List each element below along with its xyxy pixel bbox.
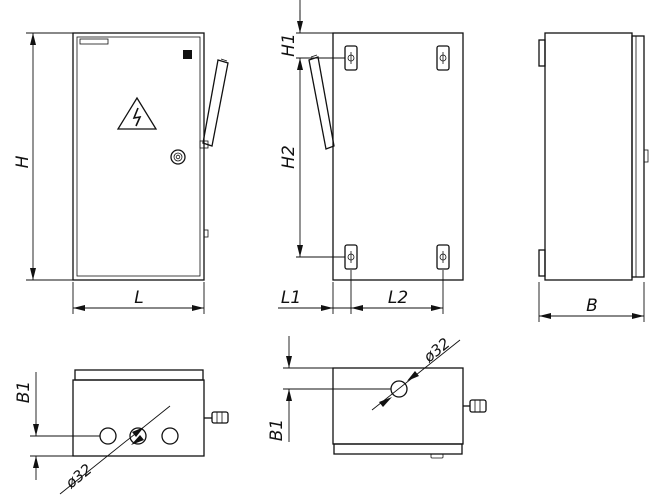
dim-dia-right: ø32 (371, 334, 461, 411)
side-door-profile (631, 35, 645, 278)
label-depth: B (586, 296, 598, 316)
front-view: H L (13, 32, 229, 314)
side-bracket-bottom (538, 249, 546, 277)
label-dia-left: ø32 (61, 460, 95, 492)
lock-square-icon (183, 50, 192, 59)
front-cabinet-outline (72, 32, 205, 281)
high-voltage-icon (116, 96, 158, 130)
dim-depth: B (538, 282, 645, 322)
side-view: B (538, 32, 649, 322)
top-door-edge (333, 443, 463, 455)
gland-hole-1 (99, 427, 117, 445)
label-dia-right: ø32 (419, 334, 453, 366)
side-latch (203, 229, 209, 238)
rear-view: H1 H2 L1 L2 (278, 0, 464, 314)
dim-h1-h2: H1 H2 (279, 0, 345, 258)
knob-icon (170, 149, 186, 165)
label-h2: H2 (279, 145, 299, 169)
dim-b1-right: B1 (267, 336, 391, 442)
label-l2: L2 (388, 288, 408, 308)
dim-height: H (13, 32, 73, 281)
dim-width-front: L (72, 282, 205, 314)
bottom-view: B1 ø32 (14, 369, 229, 495)
rear-cabinet-outline (332, 32, 464, 281)
mount-bracket-top-right (436, 45, 450, 71)
label-b1-left: B1 (14, 381, 34, 403)
dim-b1-left: B1 (14, 372, 100, 480)
dim-dia-left: ø32 (59, 405, 171, 495)
label-height: H (13, 155, 33, 168)
side-body-outline (544, 32, 633, 281)
mount-bracket-top-left (344, 45, 358, 71)
gland-hole-3 (161, 427, 179, 445)
front-door-inner (76, 36, 201, 277)
switch-handle-front (199, 58, 229, 149)
side-latch-profile (643, 149, 649, 163)
side-bracket-top (538, 39, 546, 67)
label-b1-right: B1 (267, 419, 287, 441)
gland-hole-2 (129, 427, 147, 445)
top-body-outline (332, 367, 464, 445)
switch-handle-bottom (204, 411, 229, 424)
mount-bracket-bottom-left (344, 244, 358, 270)
label-l1: L1 (281, 288, 301, 308)
label-width-front: L (134, 288, 143, 308)
switch-handle-rear (308, 54, 335, 150)
switch-handle-top (463, 399, 487, 413)
dim-l1-l2: L1 L2 (278, 270, 444, 314)
mount-bracket-bottom-right (436, 244, 450, 270)
top-view: B1 ø32 (267, 334, 487, 459)
label-h1: H1 (279, 33, 299, 57)
bottom-door-edge (74, 369, 204, 381)
nameplate-slot (79, 38, 109, 45)
